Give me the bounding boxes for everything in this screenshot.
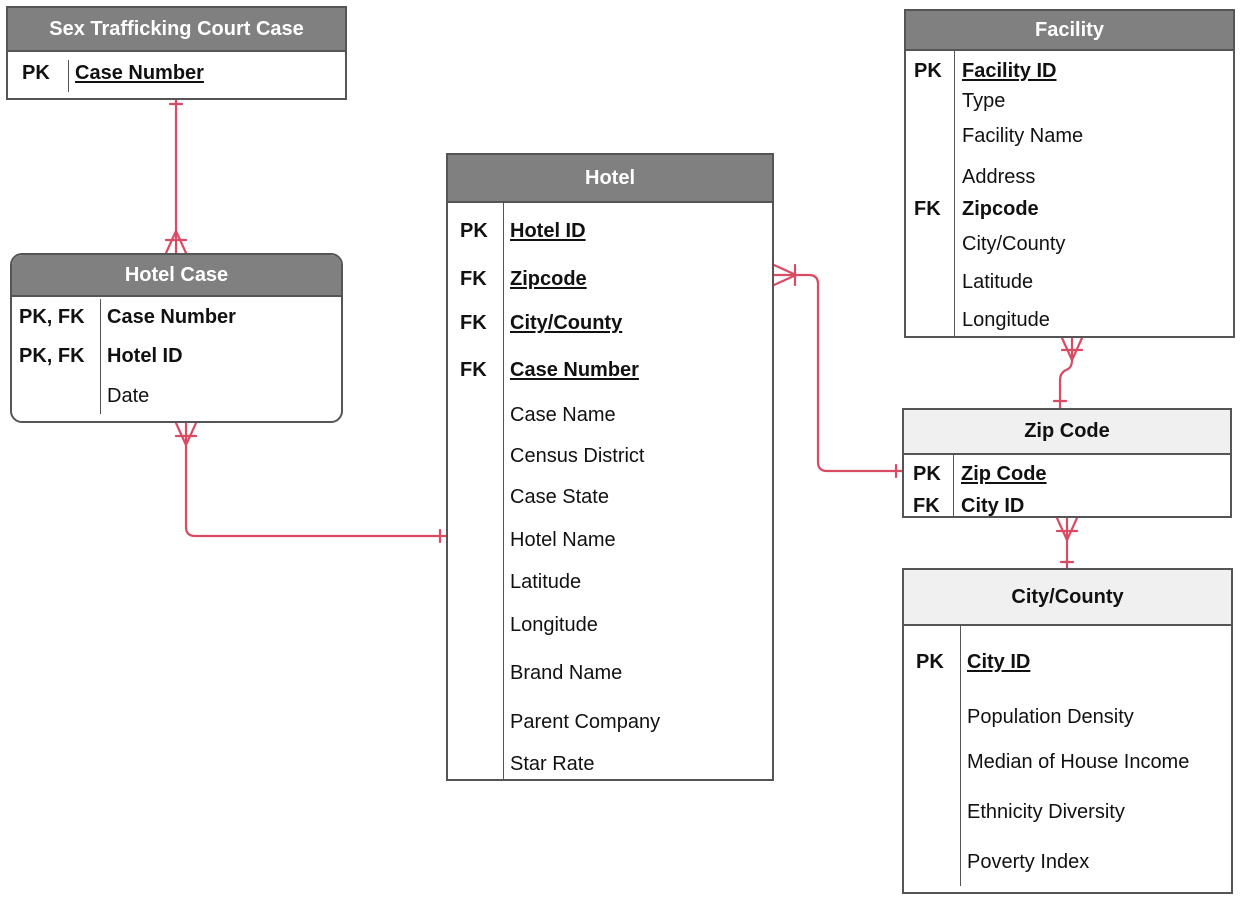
key-label: FK — [460, 359, 487, 381]
attribute-name: Case State — [510, 486, 609, 508]
key-label: FK — [914, 198, 941, 220]
entity-zip-code[interactable]: Zip Code PK Zip Code FK City ID — [902, 408, 1232, 518]
attribute-name: Census District — [510, 445, 645, 467]
entity-title: Zip Code — [904, 410, 1230, 455]
attribute-name: Population Density — [967, 706, 1134, 728]
attribute-name: Zipcode — [510, 268, 587, 290]
cardinality-crowfoot-facility-bottom — [1060, 336, 1084, 362]
key-label: FK — [460, 312, 487, 334]
attribute-name: Case Number — [75, 62, 204, 84]
cardinality-crowfoot-hotel-case-bottom — [174, 421, 198, 447]
attribute-name: Facility ID — [962, 60, 1057, 82]
attribute-name: Zipcode — [962, 198, 1039, 220]
attribute-name: Date — [107, 385, 150, 407]
entity-facility[interactable]: Facility PK Facility ID Type Facility Na… — [904, 9, 1235, 338]
attribute-name: Case Name — [510, 404, 616, 426]
attribute-name: Latitude — [962, 271, 1034, 293]
entity-title: Facility — [906, 11, 1233, 51]
attribute-name: Longitude — [510, 614, 598, 636]
attribute-name: City ID — [961, 495, 1025, 517]
key-label: PK — [914, 60, 942, 82]
cardinality-crowfoot-hotel-case-top — [164, 229, 188, 255]
key-label: FK — [460, 268, 487, 290]
key-label: PK, FK — [19, 345, 85, 367]
attribute-name: City/County — [962, 233, 1066, 255]
key-column-divider — [953, 455, 954, 516]
entity-title: City/County — [904, 570, 1231, 626]
entity-sex-trafficking-court-case[interactable]: Sex Trafficking Court Case PK Case Numbe… — [6, 6, 347, 100]
key-column-divider — [503, 203, 504, 779]
key-label: PK — [913, 463, 941, 485]
attribute-name: Address — [962, 166, 1036, 188]
connector-facility-zip-code — [1058, 336, 1074, 410]
attribute-name: Case Number — [510, 359, 639, 381]
entity-title: Hotel — [448, 155, 772, 203]
attribute-name: Zip Code — [961, 463, 1047, 485]
key-column-divider — [68, 60, 69, 92]
key-column-divider — [954, 51, 955, 336]
attribute-name: Median of House Income — [967, 751, 1190, 773]
cardinality-crowfoot-zip-code-bottom — [1055, 516, 1079, 542]
attribute-name: Parent Company — [510, 711, 661, 733]
key-column-divider — [100, 299, 101, 414]
attribute-name: Star Rate — [510, 753, 595, 775]
attribute-name: Poverty Index — [967, 851, 1090, 873]
key-label: PK — [22, 62, 50, 84]
entity-city-county[interactable]: City/County PK City ID Population Densit… — [902, 568, 1233, 894]
entity-title: Hotel Case — [12, 255, 341, 297]
attribute-name: Latitude — [510, 571, 582, 593]
key-label: PK, FK — [19, 306, 85, 328]
entity-title: Sex Trafficking Court Case — [8, 8, 345, 52]
key-label: PK — [460, 220, 488, 242]
attribute-name: Hotel Name — [510, 529, 616, 551]
attribute-name: Brand Name — [510, 662, 623, 684]
key-column-divider — [960, 626, 961, 886]
attribute-name: Case Number — [107, 306, 236, 328]
attribute-name: Longitude — [962, 309, 1050, 331]
attribute-name: Hotel ID — [107, 345, 183, 367]
cardinality-crowfoot-hotel-right — [772, 263, 798, 287]
attribute-name: Facility Name — [962, 125, 1084, 147]
connector-hotel-case-hotel — [184, 421, 448, 538]
attribute-name: Hotel ID — [510, 220, 586, 242]
connector-hotel-zip-code — [772, 273, 904, 473]
attribute-name: Type — [962, 90, 1006, 112]
key-label: PK — [916, 651, 944, 673]
key-label: FK — [913, 495, 940, 517]
attribute-name: Ethnicity Diversity — [967, 801, 1125, 823]
attribute-name: City ID — [967, 651, 1031, 673]
attribute-name: City/County — [510, 312, 623, 334]
entity-hotel[interactable]: Hotel PK Hotel ID FK Zipcode FK City/Cou… — [446, 153, 774, 781]
entity-hotel-case[interactable]: Hotel Case PK, FK Case Number PK, FK Hot… — [10, 253, 343, 423]
